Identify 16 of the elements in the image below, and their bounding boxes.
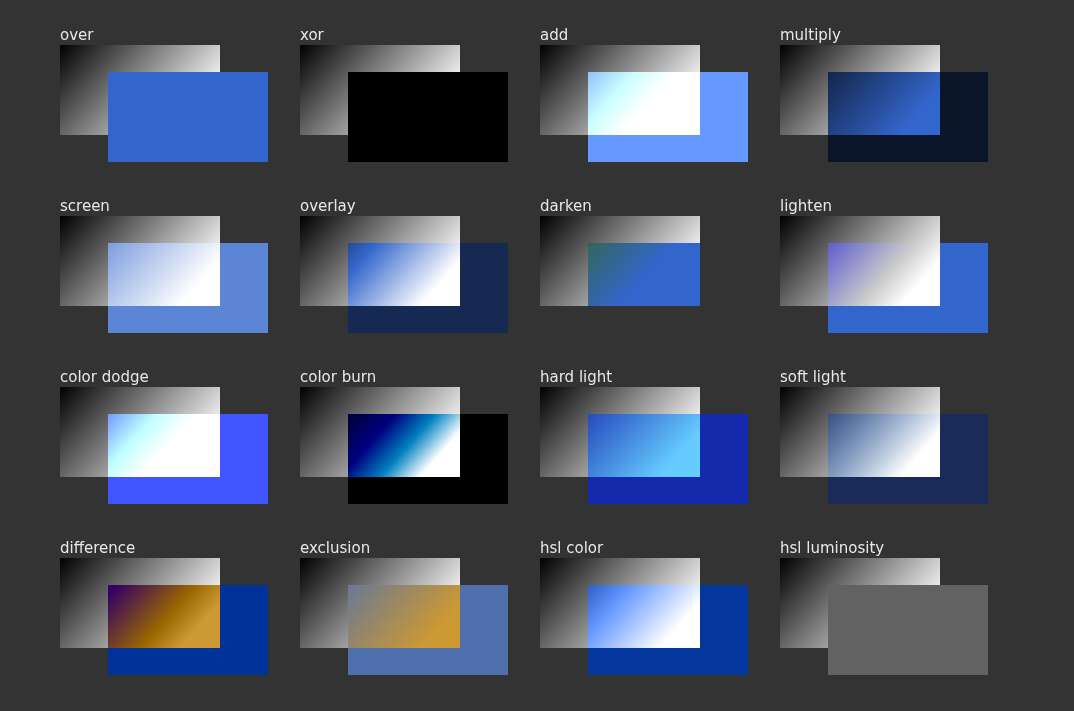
blend-mode-label: add xyxy=(540,26,569,44)
blend-mode-label: over xyxy=(60,26,94,44)
blend-mode-label: overlay xyxy=(300,197,356,215)
blend-mode-label: soft light xyxy=(780,368,846,386)
blend-mode-label: difference xyxy=(60,539,136,557)
blend-mode-label: hsl color xyxy=(540,539,604,557)
blend-mode-label: hard light xyxy=(540,368,613,386)
blend-mode-label: screen xyxy=(60,197,110,215)
blend-mode-label: multiply xyxy=(780,26,841,44)
blend-mode-label: color burn xyxy=(300,368,377,386)
blend-mode-label: exclusion xyxy=(300,539,371,557)
blend-mode-label: lighten xyxy=(780,197,832,215)
blend-mode-label: darken xyxy=(540,197,592,215)
blend-mode-label: hsl luminosity xyxy=(780,539,885,557)
blend-mode-label: xor xyxy=(300,26,324,44)
blend-mode-label: color dodge xyxy=(60,368,149,386)
